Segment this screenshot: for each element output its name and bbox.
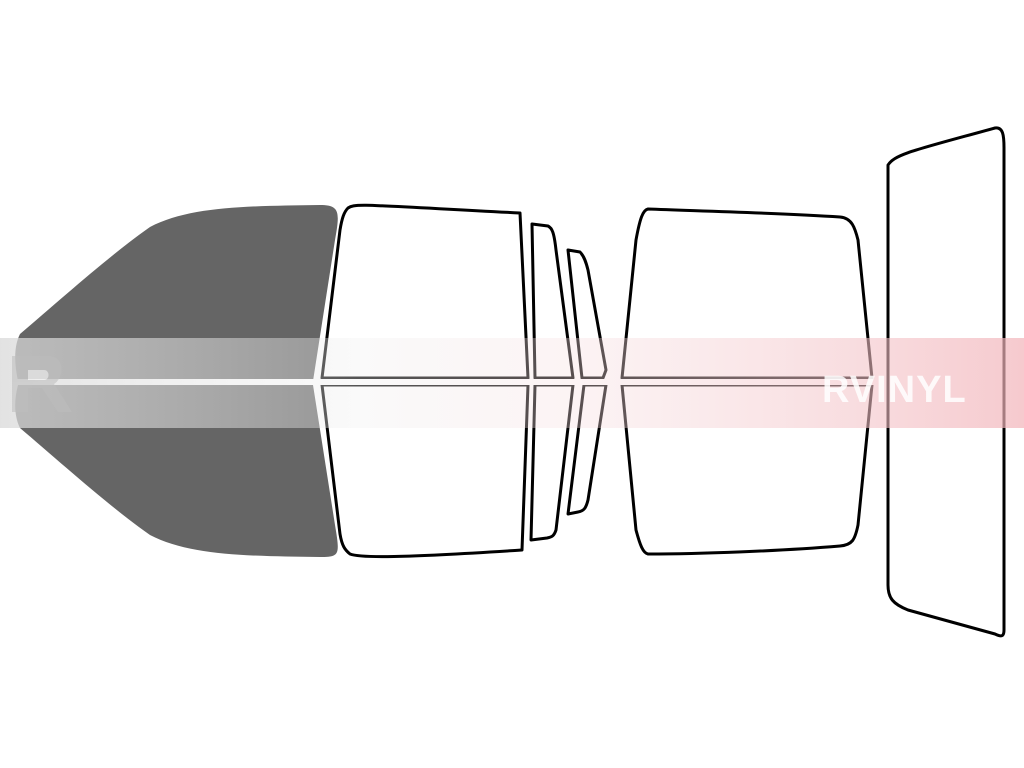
- watermark-band: [0, 338, 1024, 428]
- watermark-brand-text: RVINYL: [822, 369, 967, 411]
- cargo-window-upper: [620, 207, 874, 380]
- rvinyl-logo-watermark: [12, 356, 72, 412]
- front-door-window-upper: [15, 205, 338, 381]
- rear-door-window-upper: [320, 203, 530, 380]
